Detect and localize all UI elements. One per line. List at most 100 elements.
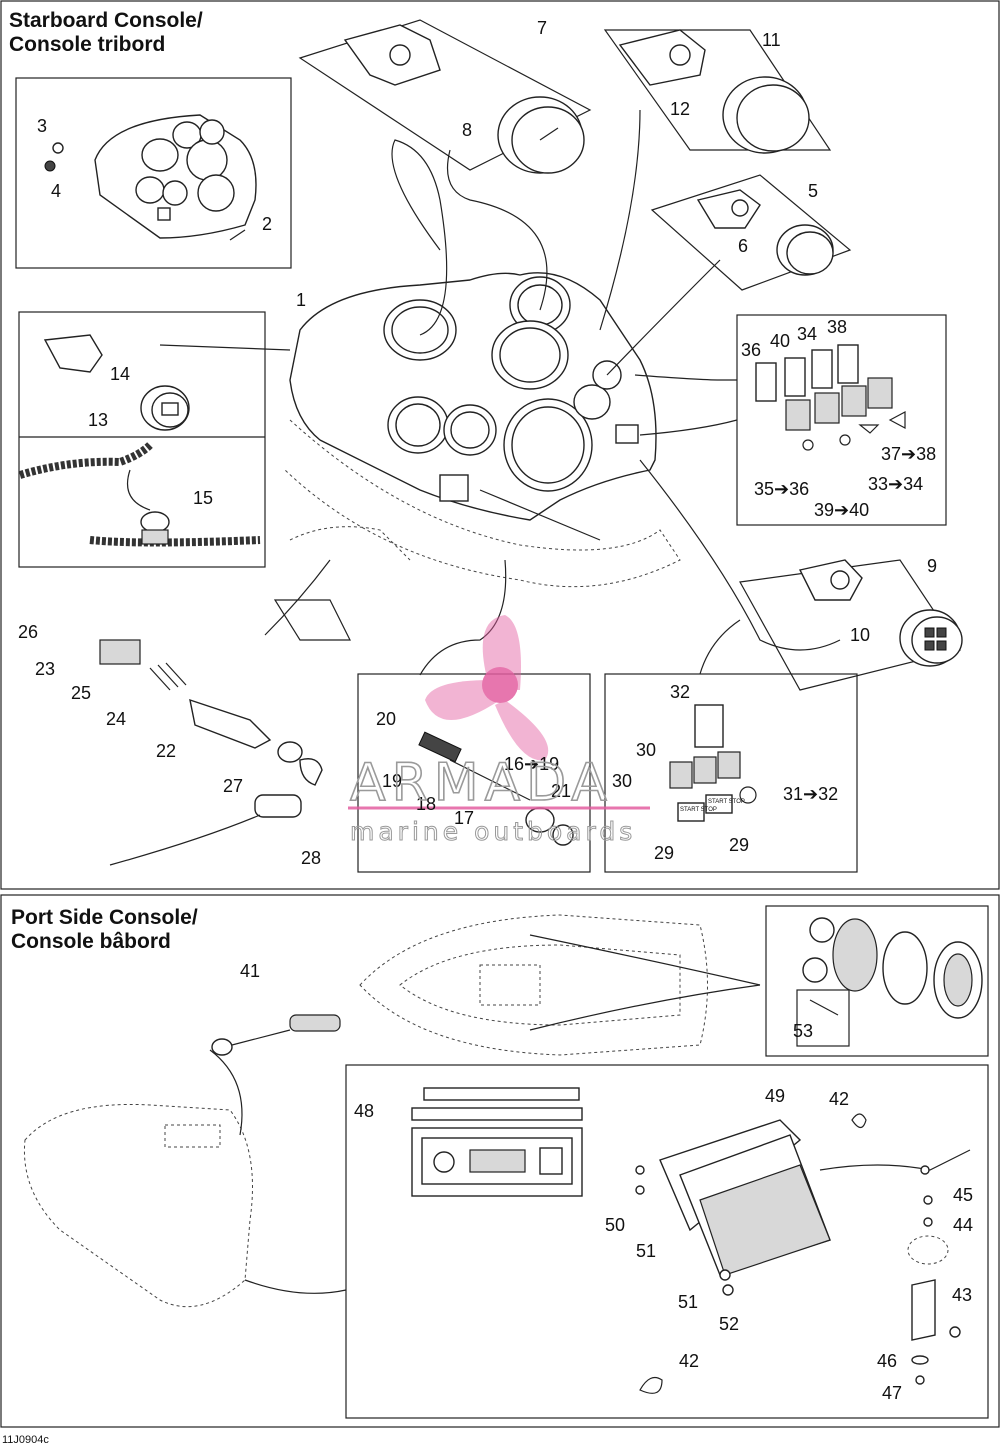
callout-c29a: 29 <box>654 843 674 863</box>
main-console <box>284 272 681 588</box>
gauge-7 <box>343 24 585 174</box>
callout-c18: 18 <box>416 794 436 814</box>
port-title-line2: Console bâbord <box>11 930 171 953</box>
callout-c15: 15 <box>193 488 213 508</box>
callout-c1: 1 <box>296 290 306 310</box>
callout-c49: 49 <box>765 1086 785 1106</box>
inset-start-stop <box>604 673 858 873</box>
bracket-43 <box>907 1195 961 1385</box>
callout-c29b: 29 <box>729 835 749 855</box>
callout-c37: 37➔38 <box>881 444 936 464</box>
console-bezel <box>44 114 257 241</box>
port-section-title: Port Side Console/ Console bâbord <box>11 906 198 954</box>
callout-c42a: 42 <box>829 1089 849 1109</box>
callout-c45: 45 <box>953 1185 973 1205</box>
starboard-section-frame <box>0 0 1000 890</box>
callout-c19: 19 <box>382 771 402 791</box>
callout-c9: 9 <box>927 556 937 576</box>
port-section-frame <box>0 894 1000 1428</box>
callout-c21: 21 <box>551 781 571 801</box>
callout-c8: 8 <box>462 120 472 140</box>
callout-c38: 38 <box>827 317 847 337</box>
starboard-title-line2: Console tribord <box>9 33 166 56</box>
inset-console-bezel <box>15 77 292 269</box>
callout-c46: 46 <box>877 1351 897 1371</box>
drawing-code: 11J0904c <box>2 1434 49 1446</box>
callout-c4: 4 <box>51 181 61 201</box>
watermark-name: ARMADA <box>350 753 613 813</box>
wire-41 <box>211 1014 341 1056</box>
speaker-parts <box>802 917 983 1019</box>
start-stop-parts <box>669 704 757 822</box>
watermark-logo <box>348 615 650 810</box>
callout-c26: 26 <box>18 622 38 642</box>
callout-c48: 48 <box>354 1101 374 1121</box>
gauge-5 <box>696 189 834 276</box>
callout-c7: 7 <box>537 18 547 38</box>
callout-c47: 47 <box>882 1383 902 1403</box>
callout-c33: 33➔34 <box>868 474 923 494</box>
callout-c44: 44 <box>953 1215 973 1235</box>
callout-c53: 53 <box>793 1021 813 1041</box>
callout-c13: 13 <box>88 410 108 430</box>
callout-c28: 28 <box>301 848 321 868</box>
callout-c43: 43 <box>952 1285 972 1305</box>
port-title-line1: Port Side Console/ <box>11 906 198 929</box>
callout-c25: 25 <box>71 683 91 703</box>
starboard-section-title: Starboard Console/ Console tribord <box>9 9 203 57</box>
callout-c17: 17 <box>454 808 474 828</box>
callout-c30a: 30 <box>636 740 656 760</box>
callout-c51a: 51 <box>678 1292 698 1312</box>
boat-top-view <box>359 914 761 1056</box>
radio-48 <box>411 1087 583 1197</box>
inset-key-switch <box>357 673 591 873</box>
inset-radio <box>345 1064 989 1419</box>
clip-42 <box>851 1113 867 1129</box>
start-stop-label: START STOP <box>680 807 717 813</box>
callout-c42b: 42 <box>679 1351 699 1371</box>
key-switch-parts <box>418 731 574 846</box>
gauge-11 <box>618 29 810 154</box>
callout-c5: 5 <box>808 181 818 201</box>
callout-c30b: 30 <box>612 771 632 791</box>
callout-c24: 24 <box>106 709 126 729</box>
gauge-9 <box>798 559 963 667</box>
callout-c32: 32 <box>670 682 690 702</box>
gauge-13 <box>43 334 190 431</box>
callout-c12: 12 <box>670 99 690 119</box>
callout-c16: 16➔19 <box>504 754 559 774</box>
callout-c23: 23 <box>35 659 55 679</box>
callout-c3: 3 <box>37 116 47 136</box>
port-console-shell <box>23 1049 347 1308</box>
switch-panel <box>755 344 906 451</box>
callout-c34: 34 <box>797 324 817 344</box>
clip-42-lower <box>639 1377 663 1394</box>
callout-c31: 31➔32 <box>783 784 838 804</box>
harness-15 <box>18 442 261 547</box>
inset-gauge-13 <box>18 311 266 568</box>
callout-c27: 27 <box>223 776 243 796</box>
callout-c39: 39➔40 <box>814 500 869 520</box>
callout-c50: 50 <box>605 1215 625 1235</box>
callout-c10: 10 <box>850 625 870 645</box>
lanyard-parts <box>99 639 323 866</box>
screw-53-box <box>796 989 850 1047</box>
starboard-title-line1: Starboard Console/ <box>9 9 203 32</box>
callout-c20: 20 <box>376 709 396 729</box>
callout-c41: 41 <box>240 961 260 981</box>
callout-c14: 14 <box>110 364 130 384</box>
callout-c36: 36 <box>741 340 761 360</box>
callout-c6: 6 <box>738 236 748 256</box>
callout-c2: 2 <box>262 214 272 234</box>
watermark-tagline: marine outboards <box>350 817 636 846</box>
callout-c22: 22 <box>156 741 176 761</box>
callout-c52: 52 <box>719 1314 739 1334</box>
inset-speaker <box>765 905 989 1057</box>
callout-c51b: 51 <box>636 1241 656 1261</box>
callout-c11: 11 <box>762 30 781 50</box>
start-stop-label: START STOP <box>708 799 745 805</box>
callout-c40: 40 <box>770 331 790 351</box>
